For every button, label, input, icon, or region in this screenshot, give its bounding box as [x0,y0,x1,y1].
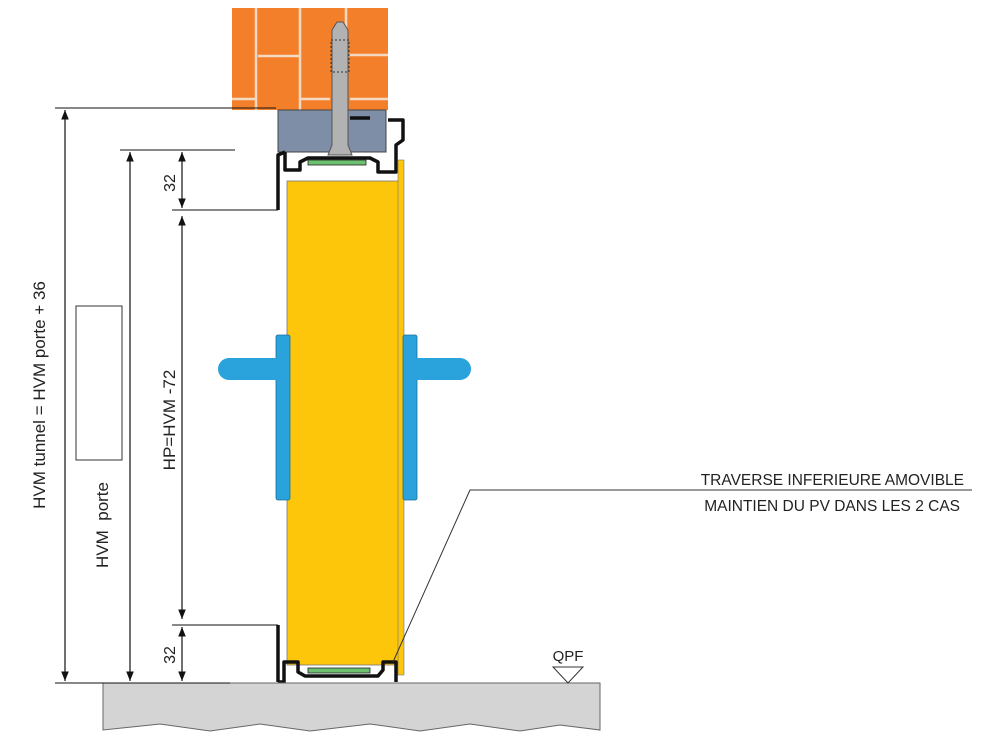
floor-level-triangle-icon [551,666,585,684]
dimension-lines [61,110,186,681]
top-seal [307,159,367,166]
annotation-leader-line [392,489,972,663]
annotation-line-2: MAINTIEN DU PV DANS LES 2 CAS [704,498,960,515]
door-handles [218,334,471,501]
tunnel-height-label: HVM tunnel = HVM porte + 36 [30,281,49,509]
bottom-seal [307,667,371,674]
door-height-label-box [75,305,123,461]
brick-wall [232,8,388,110]
door-leaf [286,180,400,666]
door-height-label: HVM porte [93,482,112,568]
floor-slab [102,682,601,732]
bottom-frame-profile [276,625,398,684]
leaf-height-label: HP=HVM -72 [160,370,179,471]
extension-lines [55,107,278,684]
floor-level-label: QPF [553,648,584,665]
annotation-line-1: TRAVERSE INFERIEURE AMOVIBLE [701,472,964,489]
bottom-gap-label: 32 [162,646,179,664]
top-gap-label: 32 [162,174,179,192]
top-frame-profile [276,116,405,210]
anchor-bolt [327,21,353,156]
